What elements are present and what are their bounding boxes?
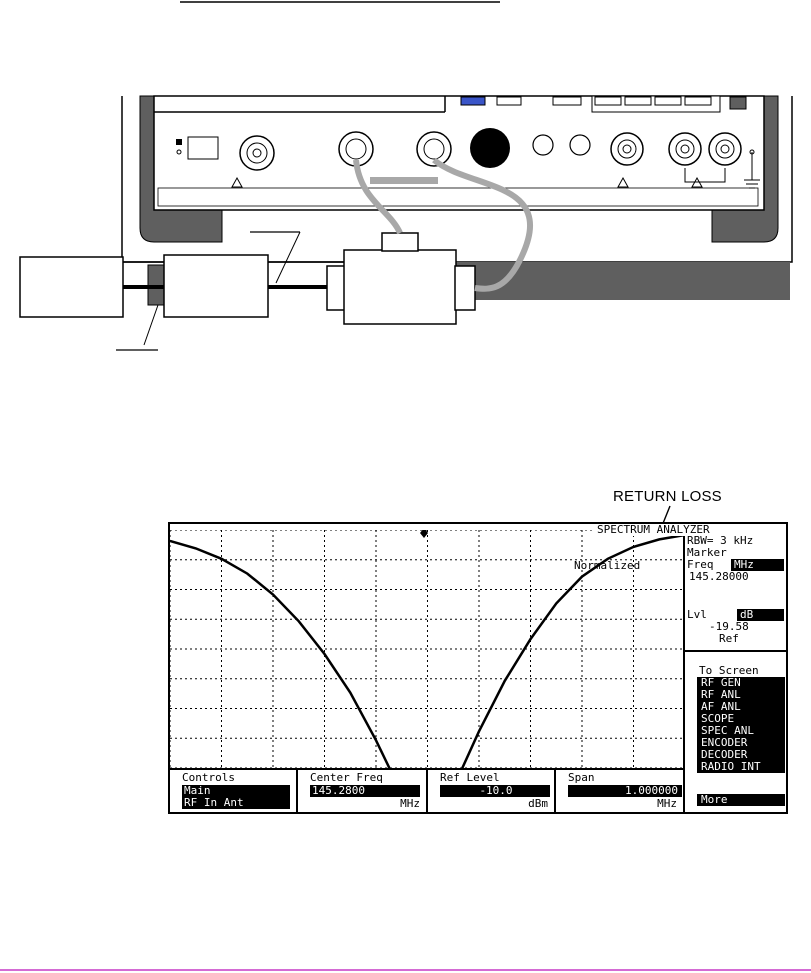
controls-title: Controls: [182, 771, 235, 784]
spectrum-trace: [170, 533, 685, 768]
knob-icon: [470, 128, 510, 168]
menu-item-rf-gen[interactable]: RF GEN: [701, 676, 741, 689]
controls-line2: RF In Ant: [182, 797, 290, 809]
to-screen-label: To Screen: [699, 664, 759, 677]
test-setup-diagram: [19, 1, 793, 351]
panel-key: [496, 96, 522, 106]
panel-key: [552, 96, 582, 106]
span-value[interactable]: 1.000000: [568, 785, 682, 797]
span-unit: MHz: [657, 797, 677, 810]
center-freq-field[interactable]: Center Freq 145.2800 MHz: [298, 768, 428, 814]
menu-item-scope[interactable]: SCOPE: [701, 712, 735, 725]
ref-level-title: Ref Level: [440, 771, 500, 784]
freq-label: Freq: [687, 558, 714, 571]
normalized-label: Normalized: [574, 559, 641, 572]
connector-icon: [416, 131, 452, 167]
marker-label: Marker: [687, 546, 727, 559]
side-panel: SPECTRUM ANALYZER RBW= 3 kHz Marker Freq…: [595, 524, 788, 812]
spectrum-analyzer-screen: Normalized SPECTRUM ANALYZER RBW= 3 kHz …: [168, 522, 788, 814]
power-switch-icon: [187, 136, 219, 160]
menu-item-encoder[interactable]: ENCODER: [701, 736, 748, 749]
ref-level-field[interactable]: Ref Level -10.0 dBm: [428, 768, 556, 814]
controls-field[interactable]: Controls Main RF In Ant: [170, 768, 298, 814]
span-title: Span: [568, 771, 595, 784]
controls-line1: Main: [182, 785, 290, 797]
return-loss-callout: RETURN LOSS: [613, 488, 722, 505]
more-button[interactable]: More: [697, 794, 785, 806]
center-freq-title: Center Freq: [310, 771, 383, 784]
menu-item-decoder[interactable]: DECODER: [701, 748, 748, 761]
span-field[interactable]: Span 1.000000 MHz: [556, 768, 683, 814]
ref-level-value[interactable]: -10.0: [440, 785, 550, 797]
marker-indicator-icon: [420, 530, 428, 538]
menu-item-spec-anl[interactable]: SPEC ANL: [701, 724, 754, 737]
marker-freq-value: 145.28000: [689, 570, 749, 583]
lvl-unit-field[interactable]: dB: [737, 609, 784, 621]
spectrum-plot: [170, 530, 685, 768]
lvl-label: Lvl: [687, 608, 707, 621]
rbw-readout: RBW= 3 kHz: [687, 534, 754, 547]
menu-item-af-anl[interactable]: AF ANL: [701, 700, 741, 713]
attenuator-box: [163, 254, 269, 318]
connector-icon: [610, 132, 644, 166]
menu-item-radio-int[interactable]: RADIO INT: [701, 760, 761, 773]
page-divider: [0, 969, 811, 971]
center-freq-unit: MHz: [400, 797, 420, 810]
center-freq-value[interactable]: 145.2800: [310, 785, 420, 797]
connector-icon: [239, 135, 275, 171]
panel-key: [460, 96, 486, 106]
ref-label: Ref: [719, 632, 739, 645]
freq-unit-field[interactable]: MHz: [731, 559, 784, 571]
screen-title: SPECTRUM ANALYZER: [595, 523, 712, 536]
ref-level-unit: dBm: [528, 797, 548, 810]
to-screen-menu: RF GEN RF ANL AF ANL SCOPE SPEC ANL ENCO…: [697, 677, 785, 773]
instrument-body: [121, 95, 793, 263]
connector-icon: [668, 132, 702, 166]
marker-lvl-value: -19.58: [709, 620, 749, 633]
external-device: [19, 256, 124, 318]
connector-icon: [708, 132, 742, 166]
bridge-box: [326, 232, 476, 325]
menu-item-rf-anl[interactable]: RF ANL: [701, 688, 741, 701]
